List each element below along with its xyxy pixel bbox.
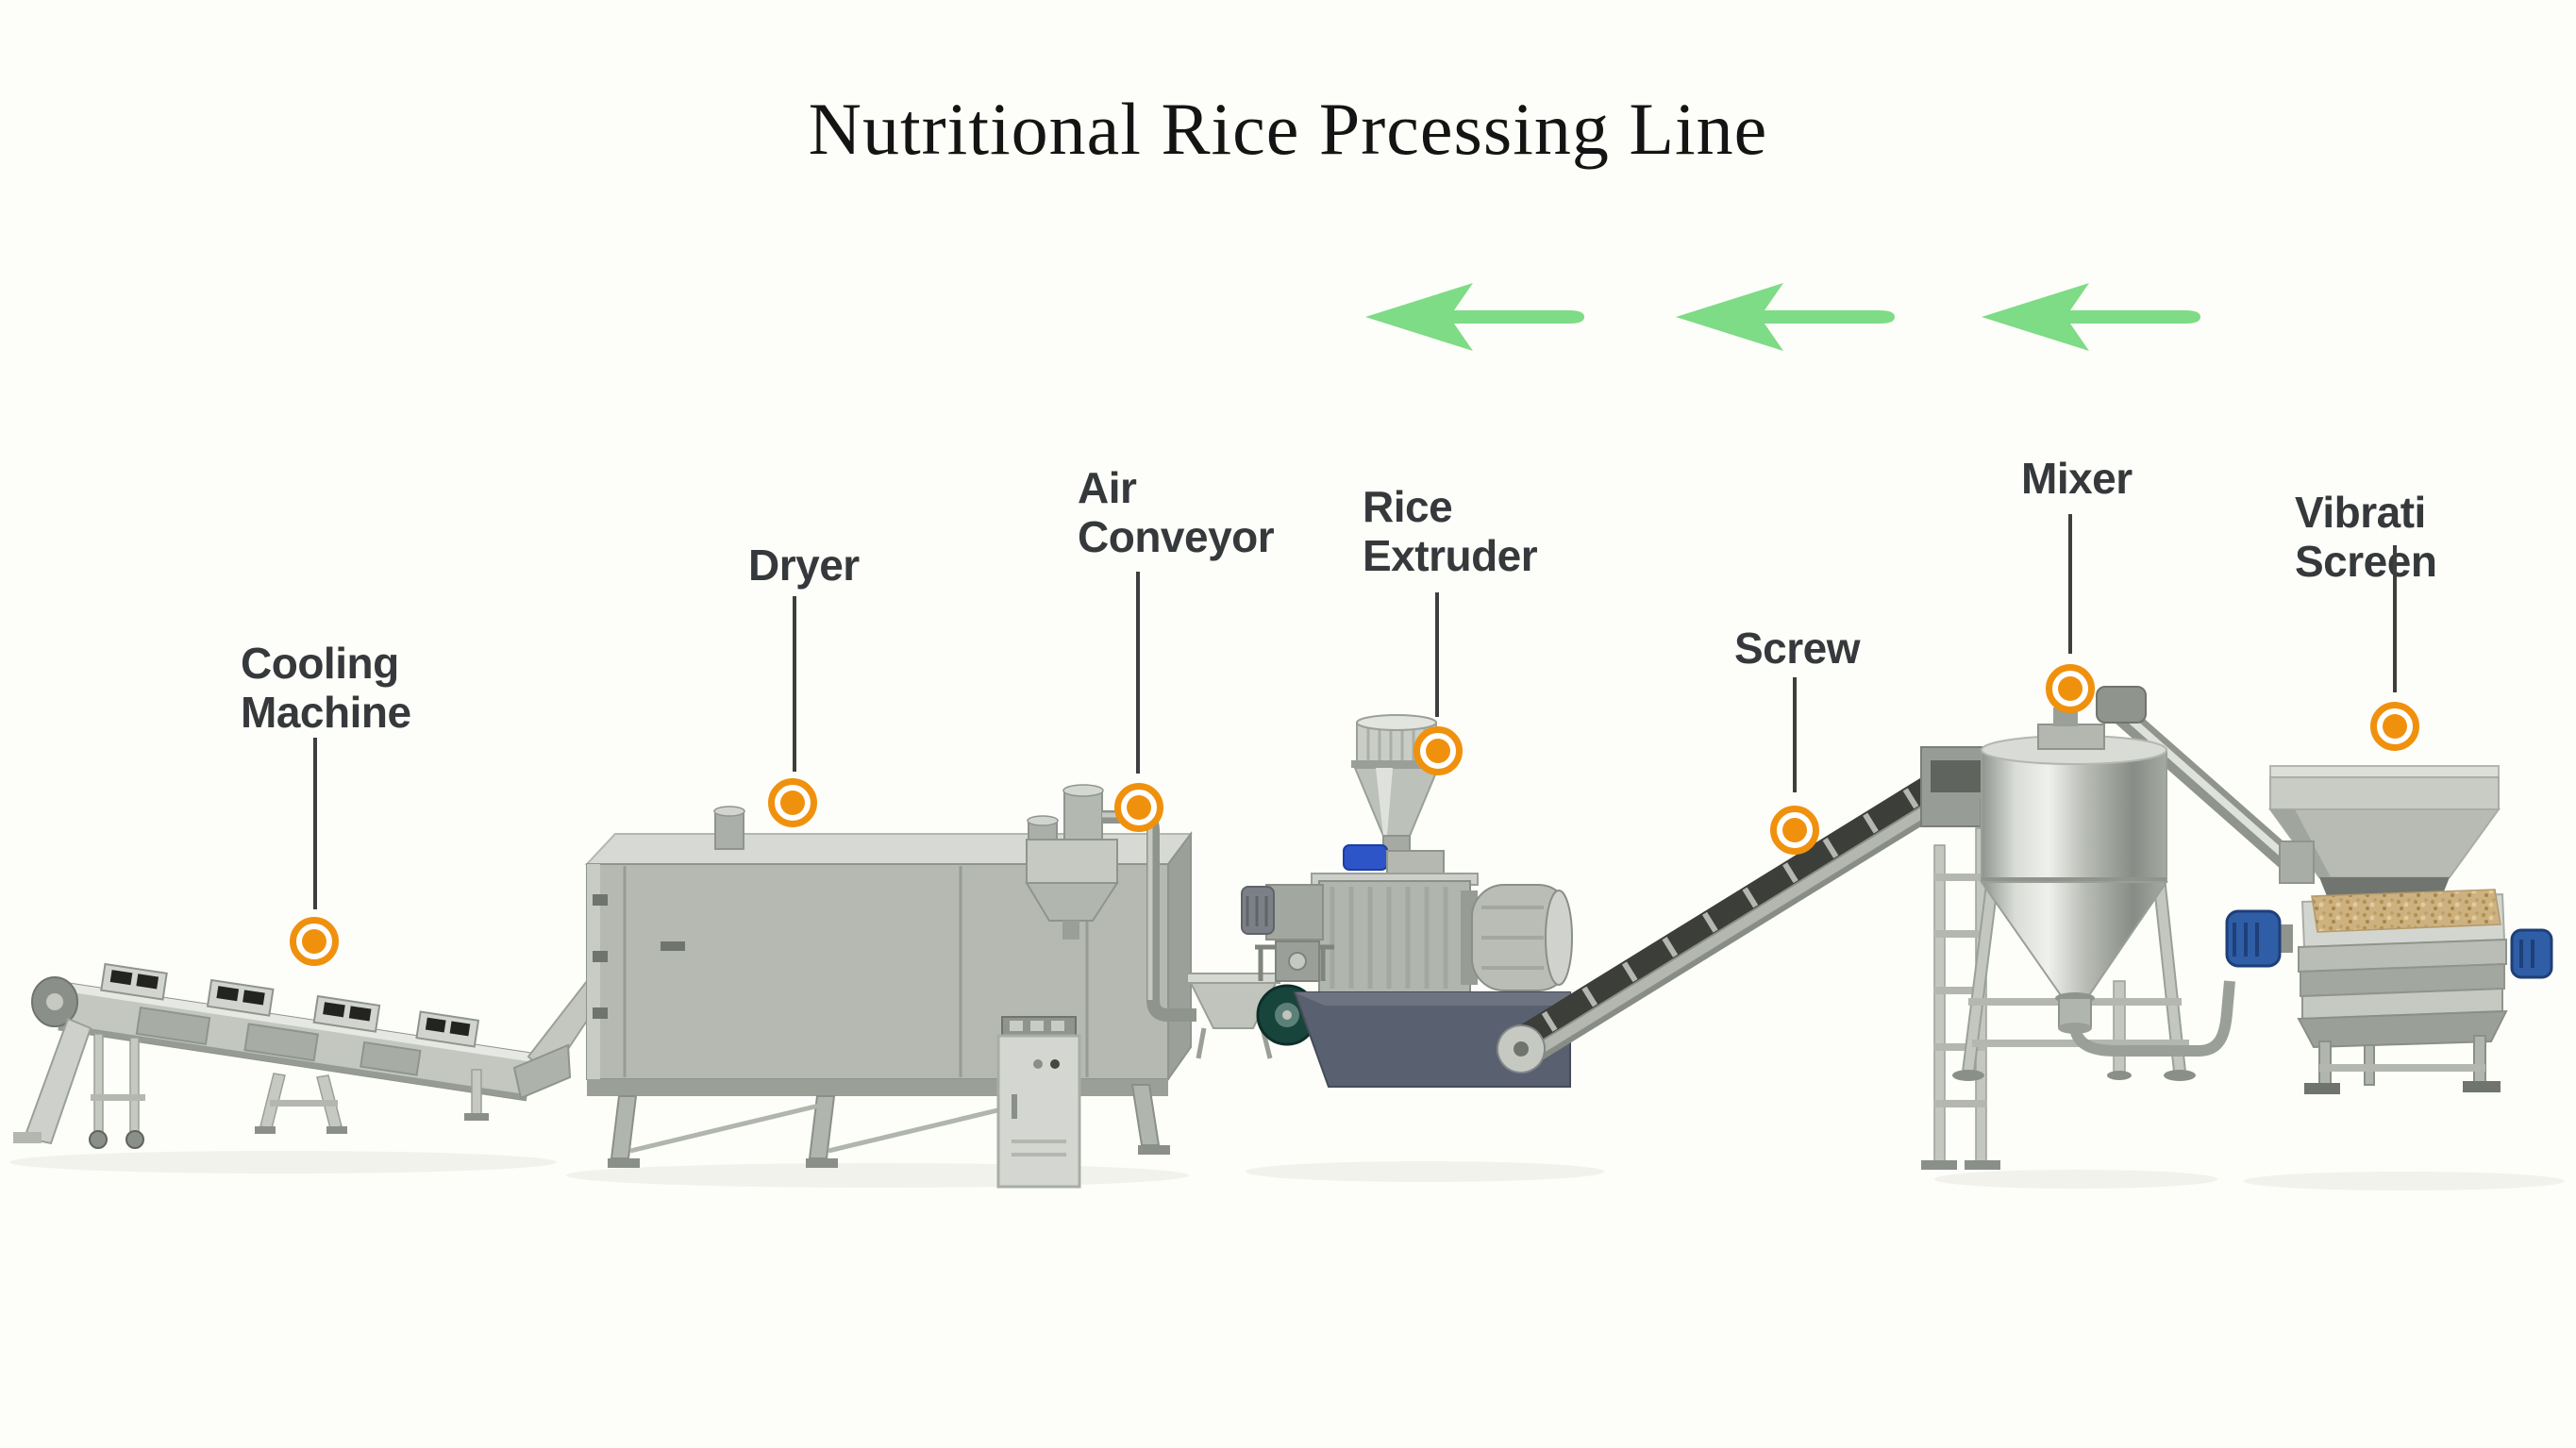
air-conveyor-cyclone [1025,784,1119,940]
extruder-blue-feeder-motor [1343,844,1388,871]
marker-dot [302,929,326,954]
mixer-illustration [1952,686,2306,1081]
screen-hopper [2268,765,2501,878]
label-vibrating-screen: Vibrati Screen [2295,488,2437,586]
dryer-hinges [593,894,685,1019]
marker-air-conveyor [1114,783,1163,832]
screen-motor-right [2510,928,2553,979]
dryer-skirt [587,1079,1168,1096]
mixer-cone [1980,881,2168,999]
marker-dot [1782,818,1807,842]
marker-dot [2058,676,2083,701]
cooling-machine-illustration [13,962,534,1149]
marker-dryer [768,778,817,827]
label-rice-extruder: Rice Extruder [1363,482,1538,580]
leader-line-air-conveyor [1136,572,1140,774]
extruder-housing [1311,873,1479,993]
mixer-ground-pipe [2069,980,2235,1057]
feeder-hopper [1186,973,1280,1059]
marker-rice-extruder [1413,726,1463,775]
dryer-chimney-left [713,806,745,850]
screw-belt-slats [1541,788,1919,1032]
leader-line-mixer [2068,514,2072,654]
leader-line-screw [1793,677,1797,792]
mixer-discharge-valve [2058,997,2092,1027]
screen-granules [2311,889,2501,933]
screw-conveyor-illustration [1497,746,2021,1170]
screen-legs [2304,1035,2501,1094]
flow-left-arrow-icon-2 [1672,279,1899,355]
cooling-cart-legs [89,1033,145,1149]
floor-shadows [9,1151,2565,1190]
vibrating-screen-illustration [2225,765,2553,1094]
dryer-legs [608,1084,1170,1168]
label-dryer: Dryer [748,541,860,590]
mixer-tank [1980,707,2168,1034]
marker-dot [2383,714,2407,739]
extruder-hopper-funnel [1351,714,1442,861]
screen-deck [2300,889,2506,949]
marker-vibrating-screen [2370,702,2419,751]
marker-mixer [2046,664,2095,713]
page-title: Nutritional Rice Prcessing Line [808,88,1768,170]
flow-left-arrow-icon-3 [1978,279,2204,355]
leader-line-dryer [793,596,796,772]
marker-screw [1770,806,1819,855]
label-mixer: Mixer [2021,454,2133,503]
screen-inlet-fitting [2279,841,2315,884]
marker-cooling-machine [290,917,339,966]
dryer-control-cabinet [996,1016,1081,1189]
marker-dot [1426,739,1450,763]
label-screw: Screw [1734,624,1861,673]
label-air-conveyor: Air Conveyor [1078,463,1275,561]
flow-left-arrow-icon-1 [1362,279,1588,355]
extruder-main-motor [1461,884,1573,991]
leader-line-cooling-machine [313,738,317,909]
screen-motor-left [2225,909,2293,968]
leader-line-rice-extruder [1435,592,1439,717]
cooling-discharge-chute [23,1017,92,1145]
mixer-infeed-tube [2096,686,2306,879]
label-cooling-machine: Cooling Machine [241,639,411,737]
cooling-mid-legs [255,1073,347,1134]
marker-dot [1127,795,1151,820]
marker-dot [780,791,805,815]
cooling-vent-slots [109,970,471,1037]
extruder-gearbox [1265,884,1324,940]
screen-deck-stack [2297,938,2508,1049]
screw-belt [1500,759,1964,1058]
leader-line-vibrating-screen [2393,545,2397,692]
cooling-side-windows [135,1006,422,1076]
extruder-left-motor [1241,886,1275,935]
